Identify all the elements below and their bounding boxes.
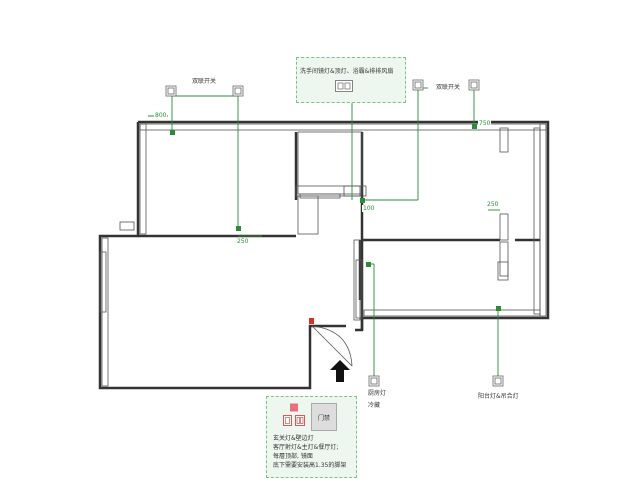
bottom-note-line-3: 每層顶部, 镜面 [273,453,313,460]
bottom-note-line-2: 客厅射灯&主灯&餐厅灯; [273,444,339,451]
dimension-250-a: 250 [236,238,250,245]
entry-switch-icon [283,403,305,426]
dual-switch-right-label: 双联开关 [436,84,461,91]
door-access-panel: 门禁 [311,403,337,431]
dimension-750: 750 [478,120,492,127]
bathroom-switch-icon [335,80,353,92]
walls [98,120,550,390]
wiring [148,74,500,378]
bottom-note-line-1: 玄关灯&壁边灯 [273,435,314,442]
dimension-250-b: 250 [486,201,500,208]
dimension-100: 100 [362,205,376,212]
top-note-box: 洗手间镜灯&顶灯、浴霸&排排风扇 [296,57,406,103]
door-access-label: 门禁 [317,415,330,422]
fridge-label: 冷藏 [368,402,381,409]
entry-arrow [330,360,350,382]
balcony-light-label: 阳台灯&吊合灯 [478,393,519,400]
light-markers [170,124,501,311]
switch-boxes [165,79,504,387]
wall-details [99,123,547,387]
kitchen-light-label: 厨房灯 [368,390,387,397]
dimension-800: 800 [154,112,168,119]
dual-switch-left-label: 双联开关 [192,78,217,85]
entry-door [311,325,353,367]
entry-switch-marker [309,318,314,324]
bottom-note-line-4: 底下需要安装高1.35的脚架 [273,462,347,469]
top-note-text: 洗手间镜灯&顶灯、浴霸&排排风扇 [300,68,394,75]
bottom-note-box: 门禁 玄关灯&壁边灯 客厅射灯&主灯&餐厅灯; 每層顶部, 镜面 底下需要安装高… [266,396,357,478]
